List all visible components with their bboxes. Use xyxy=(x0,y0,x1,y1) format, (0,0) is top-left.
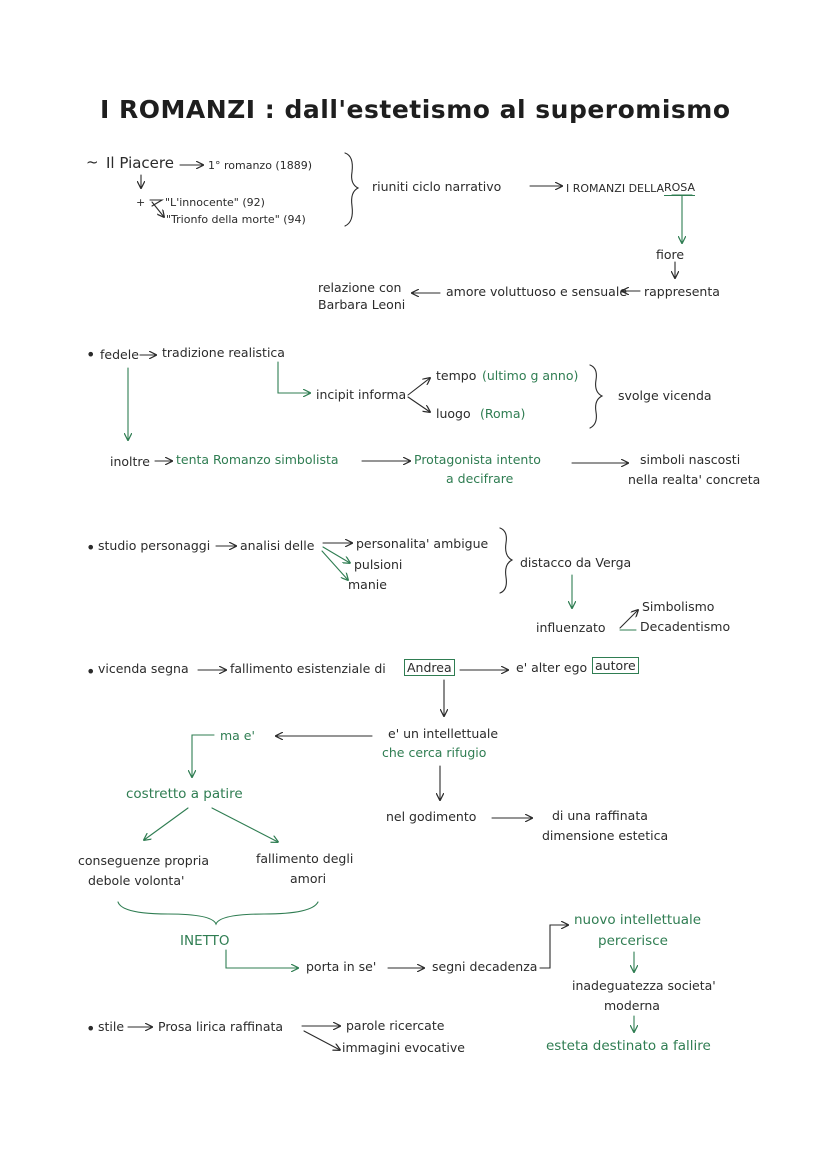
arrow-innocente xyxy=(149,199,164,207)
amori: amori xyxy=(290,871,327,886)
percerisce: percerisce xyxy=(598,933,668,949)
andrea-boxed: Andrea xyxy=(404,659,455,676)
arrow-influenzato-simbolismo xyxy=(619,610,638,629)
rosa-underlined: ROSA xyxy=(664,181,696,196)
inadeguatezza-societa: inadeguatezza societa' xyxy=(572,978,716,993)
romanzi-della: I ROMANZI DELLA xyxy=(566,182,665,195)
fallimento-esistenziale: fallimento esistenziale di xyxy=(230,661,386,676)
trionfo-morte: "Trionfo della morte" (94) xyxy=(166,213,306,226)
esteta-destinato: esteta destinato a fallire xyxy=(546,1038,711,1054)
bullet: • xyxy=(86,538,96,557)
costretto-patire: costretto a patire xyxy=(126,786,243,802)
immagini-evocative: immagini evocative xyxy=(342,1040,465,1055)
arrow-ma-costretto xyxy=(192,734,215,777)
amore-voluttuoso: amore voluttuoso e sensuale xyxy=(446,284,628,299)
arrow-tradizione-incipit xyxy=(277,361,310,393)
inetto: INETTO xyxy=(180,933,230,949)
plus-sign: + xyxy=(136,196,146,209)
analisi-delle: analisi delle xyxy=(240,538,315,553)
arrow-incipit-tempo xyxy=(407,378,430,396)
barbara-leoni: Barbara Leoni xyxy=(318,297,406,312)
inoltre: inoltre xyxy=(110,454,150,469)
bullet: • xyxy=(86,662,96,681)
arrow-segni-nuovo xyxy=(539,925,568,969)
simbolismo: Simbolismo xyxy=(642,599,715,614)
fallimento-amori: fallimento degli xyxy=(256,851,354,866)
nuovo-intellettuale: nuovo intellettuale xyxy=(574,912,702,928)
brace-2 xyxy=(589,364,604,429)
influenzato: influenzato xyxy=(536,620,606,635)
bullet: • xyxy=(86,1019,96,1038)
luogo-note: (Roma) xyxy=(480,406,526,421)
cerca-rifugio: che cerca rifugio xyxy=(382,745,487,760)
ma-e: ma e' xyxy=(220,728,255,743)
studio-personaggi: studio personaggi xyxy=(98,538,211,553)
fiore: fiore xyxy=(656,247,685,262)
fedele: fedele xyxy=(100,347,139,362)
pulsioni: pulsioni xyxy=(354,557,403,572)
primo-romanzo: 1° romanzo (1889) xyxy=(208,159,313,172)
conseguenze: conseguenze propria xyxy=(78,853,209,868)
porta-in-se: porta in se' xyxy=(306,959,377,974)
manie: manie xyxy=(348,577,387,592)
autore-boxed: autore xyxy=(592,657,639,674)
intellettuale: e' un intellettuale xyxy=(388,726,499,741)
raffinata: di una raffinata xyxy=(552,808,648,823)
il-piacere: Il Piacere xyxy=(106,154,174,172)
arrow-inetto-porta xyxy=(225,949,298,968)
protagonista-intento: Protagonista intento xyxy=(414,452,541,467)
incipit-informa: incipit informa xyxy=(316,387,407,402)
arrow-trionfo xyxy=(151,201,164,217)
brace-inetto xyxy=(117,901,319,926)
riuniti-ciclo: riuniti ciclo narrativo xyxy=(372,179,502,194)
dimensione-estetica: dimensione estetica xyxy=(542,828,669,843)
tradizione-realistica: tradizione realistica xyxy=(162,345,285,360)
distacco-verga: distacco da Verga xyxy=(520,555,632,570)
a-decifrare: a decifrare xyxy=(446,471,514,486)
bullet: • xyxy=(86,345,96,364)
svolge-vicenda: svolge vicenda xyxy=(618,388,712,403)
arrow-incipit-luogo xyxy=(407,396,430,412)
debole-volonta: debole volonta' xyxy=(88,873,185,888)
arrow-prosa-immagini xyxy=(303,1030,340,1050)
vicenda-segna: vicenda segna xyxy=(98,661,189,676)
arrow-costretto-conseguenze xyxy=(144,807,189,840)
innocente: "L'innocente" (92) xyxy=(165,196,265,209)
rappresenta: rappresenta xyxy=(644,284,720,299)
personalita-ambigue: personalita' ambigue xyxy=(356,536,489,551)
tenta-romanzo-simbolista: tenta Romanzo simbolista xyxy=(176,452,339,467)
nella-realta: nella realta' concreta xyxy=(628,472,761,487)
brace-3 xyxy=(499,527,514,594)
segni-decadenza: segni decadenza xyxy=(432,959,538,974)
arrow-analisi-pulsioni xyxy=(322,546,350,563)
page-title: I ROMANZI : dall'estetismo al superomism… xyxy=(100,95,731,124)
tilde-arrow: ~ xyxy=(86,153,99,171)
tempo: tempo xyxy=(436,368,477,383)
prosa-lirica: Prosa lirica raffinata xyxy=(158,1019,284,1034)
luogo: luogo xyxy=(436,406,471,421)
arrow-costretto-fallimento xyxy=(211,807,278,842)
tempo-note: (ultimo g anno) xyxy=(482,368,579,383)
brace-1 xyxy=(344,152,360,227)
arrow-analisi-manie xyxy=(321,550,348,580)
parole-ricercate: parole ricercate xyxy=(346,1018,445,1033)
nel-godimento: nel godimento xyxy=(386,809,477,824)
relazione-con: relazione con xyxy=(318,280,402,295)
decadentismo: Decadentismo xyxy=(640,619,731,634)
stile: stile xyxy=(98,1019,125,1034)
simboli-nascosti: simboli nascosti xyxy=(640,452,741,467)
moderna: moderna xyxy=(604,998,660,1013)
alter-ego: e' alter ego xyxy=(516,660,588,675)
